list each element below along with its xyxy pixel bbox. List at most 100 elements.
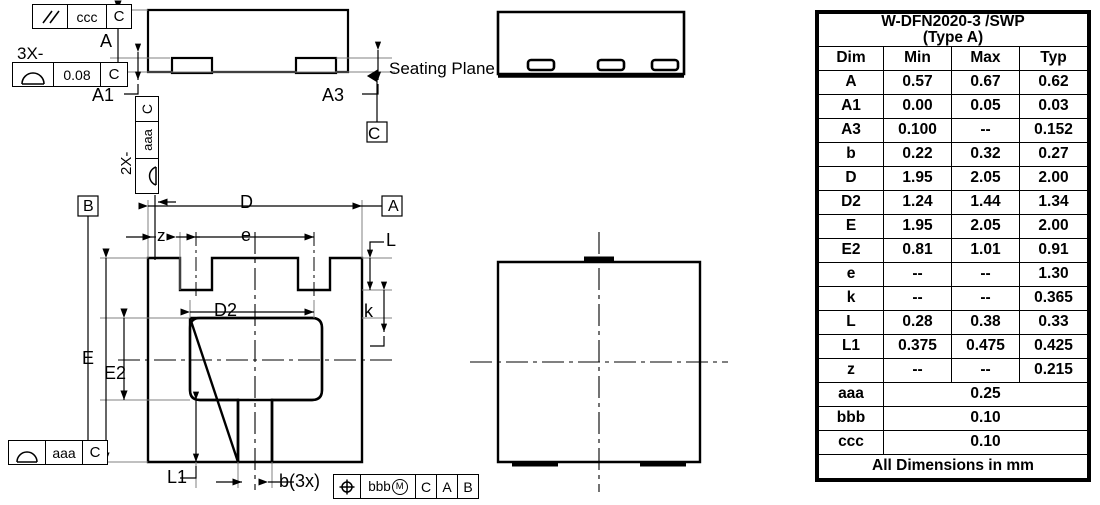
seating-plane-datum — [366, 69, 388, 143]
cell-max: -- — [950, 261, 1020, 287]
label-seating-plane: Seating Plane — [389, 59, 495, 78]
mmc-modifier-icon: M — [391, 478, 408, 495]
cell-max: 0.475 — [950, 333, 1020, 359]
cell-dim: e — [818, 261, 884, 287]
cell-dim: D — [818, 165, 884, 191]
fcf-position-datum1: C — [416, 475, 437, 498]
cell-max: 0.38 — [950, 309, 1020, 335]
cell-typ: 0.425 — [1018, 333, 1089, 359]
table-header-row: Dim Min Max Typ — [818, 45, 1089, 71]
fcf-profile-vertical-leader — [154, 195, 176, 260]
cell-typ: 0.365 — [1018, 285, 1089, 311]
table-footer-row: All Dimensions in mm — [818, 453, 1088, 479]
cell-dim: ccc — [818, 429, 884, 455]
cell-max: -- — [950, 285, 1020, 311]
dimension-L — [366, 241, 384, 290]
cell-dim: k — [818, 285, 884, 311]
label-L1: L1 — [167, 467, 188, 487]
fcf-profile-vertical-datum: C — [139, 103, 155, 115]
cell-min: 1.95 — [883, 165, 952, 191]
cell-max: -- — [950, 117, 1020, 143]
top-view — [470, 232, 728, 492]
fcf-profile-top: 0.08 C — [12, 62, 128, 87]
label-D2: D2 — [214, 300, 238, 320]
cell-max: -- — [950, 357, 1020, 383]
cell-dim: D2 — [818, 189, 884, 215]
dimension-A1 — [124, 43, 142, 95]
cell-min: -- — [883, 285, 952, 311]
cell-min: 0.100 — [883, 117, 952, 143]
label-L: L — [386, 230, 397, 250]
cell-dim: z — [818, 357, 884, 383]
cell-min: 1.24 — [883, 189, 952, 215]
cell-max: 2.05 — [950, 165, 1020, 191]
label-z: z — [157, 226, 166, 245]
cell-value: 0.10 — [883, 405, 1088, 431]
cell-dim: A — [818, 69, 884, 95]
table-row: k----0.365 — [818, 285, 1089, 311]
cell-max: 1.44 — [950, 189, 1020, 215]
cell-value: 0.10 — [883, 429, 1088, 455]
fcf-position-tolerance-group: bbb M — [361, 475, 416, 498]
cell-max: 1.01 — [950, 237, 1020, 263]
fcf-parallelism-tolerance: ccc — [68, 5, 107, 28]
cell-dim: L — [818, 309, 884, 335]
table-footer-note: All Dimensions in mm — [818, 453, 1088, 479]
label-qty-3x: 3X- — [17, 44, 44, 63]
cell-typ: 0.91 — [1018, 237, 1089, 263]
cell-typ: 0.215 — [1018, 357, 1089, 383]
label-A: A — [100, 31, 113, 51]
fcf-position-tolerance: bbb — [368, 479, 391, 494]
label-D: D — [240, 192, 253, 212]
column-header-typ: Typ — [1018, 45, 1089, 71]
cell-typ: 1.30 — [1018, 261, 1089, 287]
side-view-bottom-pads — [496, 10, 686, 78]
datum-A-box — [362, 195, 403, 217]
fcf-position-datum3: B — [463, 478, 473, 495]
profile-of-surface-icon — [13, 63, 54, 86]
cell-min: 0.22 — [883, 141, 952, 167]
cell-min: 1.95 — [883, 213, 952, 239]
cell-dim: E — [818, 213, 884, 239]
dimension-table-body: W-DFN2020-3 /SWP (Type A) Dim Min Max Ty… — [818, 13, 1089, 479]
label-E2: E2 — [104, 363, 127, 383]
cell-min: -- — [883, 261, 952, 287]
cell-typ: 0.152 — [1018, 117, 1089, 143]
label-A1: A1 — [92, 85, 115, 105]
profile-of-surface-icon-bottom — [9, 441, 46, 464]
cell-min: 0.28 — [883, 309, 952, 335]
fcf-profile-vertical: aaa C — [135, 96, 159, 194]
cell-dim: A3 — [818, 117, 884, 143]
cell-max: 0.67 — [950, 69, 1020, 95]
fcf-profile-bottom: aaa C — [8, 440, 108, 465]
cell-min: 0.57 — [883, 69, 952, 95]
parallelism-icon — [33, 5, 68, 28]
table-title-row: W-DFN2020-3 /SWP (Type A) — [818, 13, 1088, 47]
fcf-profile-vertical-tolerance: aaa — [136, 121, 158, 158]
cell-value: 0.25 — [883, 381, 1088, 407]
cell-typ: 0.33 — [1018, 309, 1089, 335]
table-row: z----0.215 — [818, 357, 1089, 383]
dimension-L1 — [180, 391, 200, 479]
profile-of-surface-icon-vertical — [136, 158, 158, 193]
cell-max: 0.05 — [950, 93, 1020, 119]
cell-dim: E2 — [818, 237, 884, 263]
cell-typ: 1.34 — [1018, 189, 1089, 215]
fcf-profile-top-tolerance: 0.08 — [54, 63, 101, 86]
cell-min: 0.375 — [883, 333, 952, 359]
datum-C-label: C — [368, 124, 381, 143]
table-title-line2: (Type A) — [922, 28, 984, 46]
label-E: E — [82, 348, 95, 368]
cell-typ: 0.27 — [1018, 141, 1089, 167]
fcf-position-datum2: A — [437, 475, 458, 498]
